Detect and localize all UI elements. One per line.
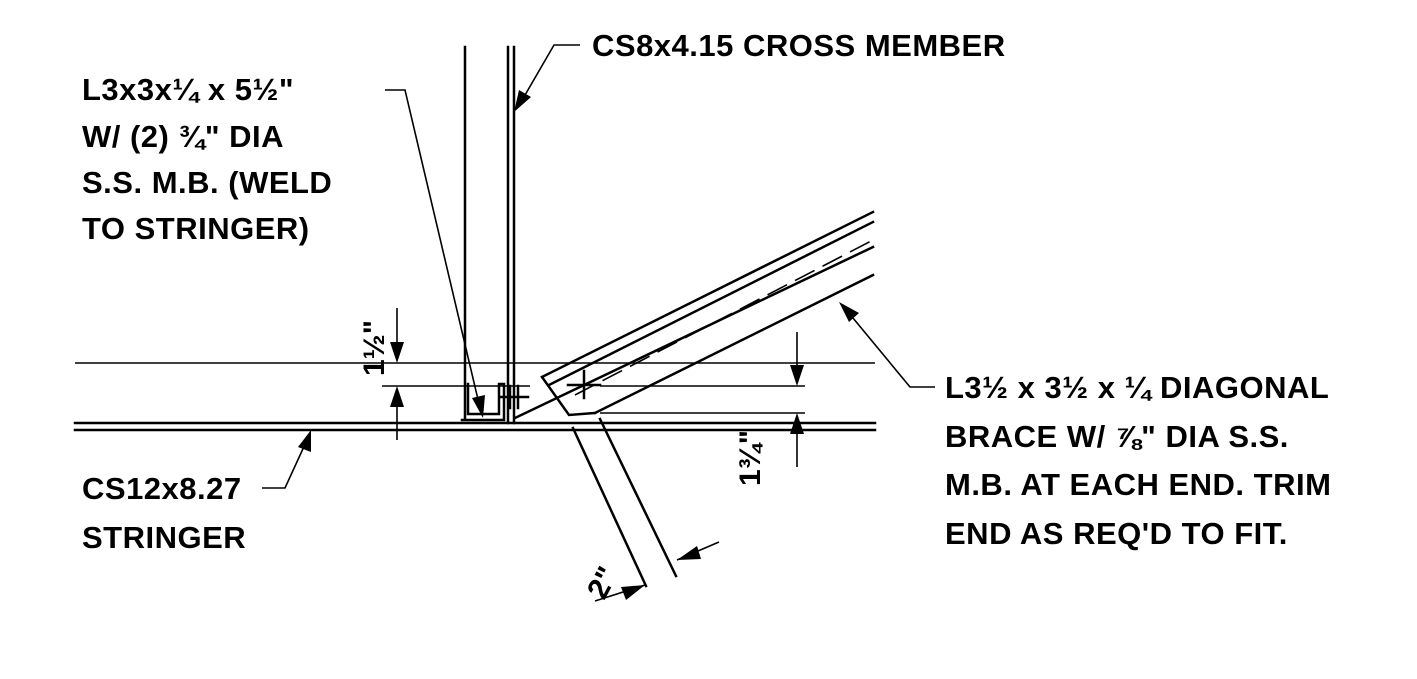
edge-distance-dim-text: 2" (581, 561, 625, 604)
stringer-callout: CS12x8.27 STRINGER (82, 471, 246, 555)
edge-dim-arrow-left (621, 585, 645, 600)
edge-extension-line-1 (571, 426, 648, 588)
stringer-leader-arrow (298, 430, 311, 452)
stringer (73, 362, 877, 432)
clip-dim-arrow-upper (390, 342, 404, 363)
brace-label-line-2: BRACE W/ ⅞" DIA S.S. (945, 419, 1289, 454)
clip-gauge-dimension (390, 308, 404, 440)
brace-dim-arrow-lower (790, 413, 804, 434)
stringer-label-line-2: STRINGER (82, 520, 246, 555)
clip-angle-leader-arrow (472, 395, 485, 418)
clip-angle (382, 382, 530, 422)
brace-top-edge-inner (547, 220, 875, 387)
leaders (262, 44, 935, 489)
brace-leader-arrow (839, 302, 859, 322)
cross-member (463, 45, 516, 425)
brace-label-line-3: M.B. AT EACH END. TRIM (945, 467, 1331, 502)
brace-bottom-edge (593, 273, 875, 415)
clip-angle-label-line-4: TO STRINGER) (82, 211, 310, 246)
brace-leg-line (513, 245, 875, 420)
brace-dim-arrow-upper (790, 365, 804, 386)
brace-gauge-dimension (790, 332, 804, 467)
clip-dim-arrow-lower (390, 386, 404, 407)
brace-label-line-1: L3½ x 3½ x ¼ DIAGONAL (945, 370, 1329, 405)
brace-label-line-4: END AS REQ'D TO FIT. (945, 516, 1288, 551)
edge-extension-line-2 (598, 417, 678, 578)
clip-angle-label-line-3: S.S. M.B. (WELD (82, 165, 332, 200)
diagonal-brace-callout: L3½ x 3½ x ¼ DIAGONAL BRACE W/ ⅞" DIA S.… (945, 370, 1331, 551)
brace-trimmed-end (540, 375, 597, 417)
clip-angle-callout: L3x3x¼ x 5½" W/ (2) ¾" DIA S.S. M.B. (WE… (82, 72, 332, 246)
stringer-label-line-1: CS12x8.27 (82, 471, 242, 506)
brace-leader (847, 311, 935, 388)
brace-top-edge (540, 210, 875, 379)
stringer-leader (262, 439, 308, 489)
clip-angle-label-line-2: W/ (2) ¾" DIA (82, 119, 284, 154)
cross-member-label: CS8x4.15 CROSS MEMBER (592, 28, 1006, 63)
cross-member-leader (520, 44, 580, 103)
clip-angle-outline (460, 382, 506, 422)
cross-member-leader-arrow (514, 90, 531, 112)
clip-angle-label-line-1: L3x3x¼ x 5½" (82, 72, 294, 107)
clip-angle-leader (385, 89, 481, 409)
clip-gauge-dim-text: 1½" (358, 320, 391, 376)
diagonal-brace (513, 210, 875, 420)
brace-gauge-dim-text: 1¾" (734, 430, 767, 486)
edge-dim-arrow-right (677, 546, 701, 560)
edge-distance-dimension (571, 417, 720, 602)
